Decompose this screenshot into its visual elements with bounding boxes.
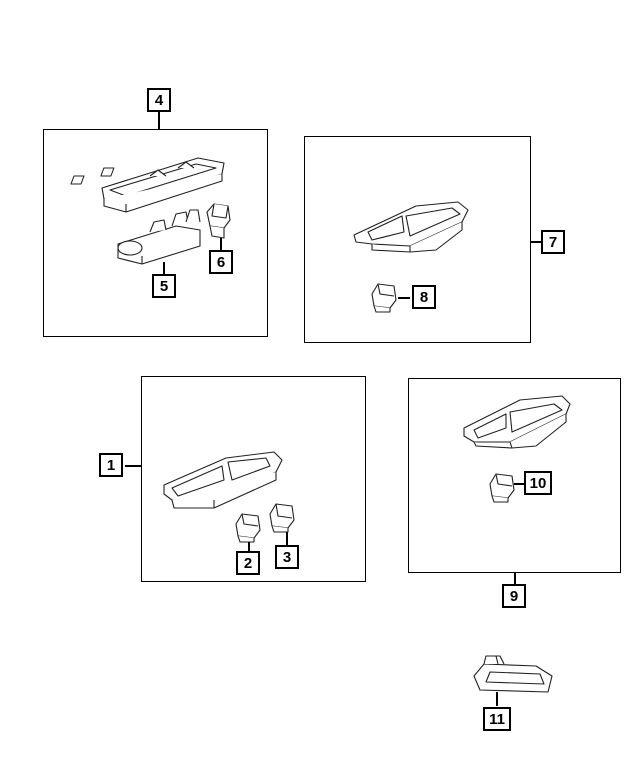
callout-5: 5: [152, 274, 176, 298]
leader-3: [286, 532, 288, 545]
callout-11: 11: [483, 707, 511, 731]
callout-10: 10: [524, 471, 552, 495]
leader-7: [531, 241, 541, 243]
leader-1: [125, 465, 141, 467]
leader-2: [248, 542, 250, 551]
callout-9: 9: [502, 584, 526, 608]
switch-bezel-7: [353, 201, 469, 253]
callout-6: 6: [209, 250, 233, 274]
leader-4: [158, 111, 160, 129]
switch-3: [269, 503, 295, 533]
master-switch-5: [117, 209, 201, 265]
leader-10: [514, 483, 524, 485]
switch-bezel-4: [70, 157, 225, 213]
callout-3: 3: [275, 545, 299, 569]
leader-11: [496, 692, 498, 706]
callout-4: 4: [147, 88, 171, 112]
lamp-11: [473, 655, 553, 693]
callout-7: 7: [541, 230, 565, 254]
callout-2: 2: [236, 551, 260, 575]
switch-bezel-9: [463, 395, 571, 449]
switch-6: [206, 203, 231, 239]
leader-5: [163, 262, 165, 274]
switch-10: [489, 473, 515, 503]
switch-bezel-1: [163, 451, 283, 509]
switch-8: [371, 283, 397, 313]
leader-8: [398, 297, 410, 299]
callout-1: 1: [99, 453, 123, 477]
callout-8: 8: [412, 285, 436, 309]
switch-2: [235, 513, 261, 543]
leader-6: [220, 238, 222, 250]
leader-9: [514, 573, 516, 584]
